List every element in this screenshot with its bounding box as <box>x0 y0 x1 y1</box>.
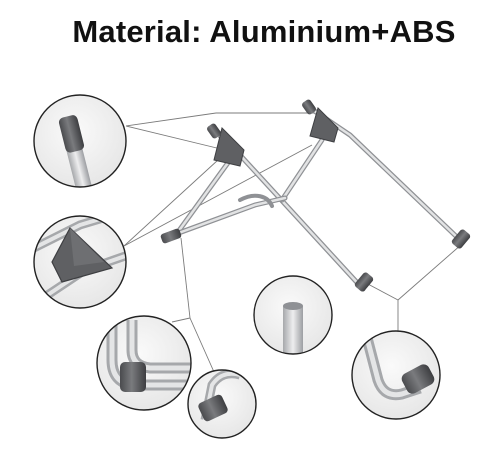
detail-circle-clip <box>187 369 257 439</box>
hinge-joints <box>207 99 339 167</box>
detail-circle-bent-rod <box>96 315 192 411</box>
detail-circle-cap <box>33 94 127 188</box>
foot-caps <box>160 228 471 292</box>
callout-lines <box>123 112 463 373</box>
title-text: Material: Aluminium+ABS <box>72 14 456 49</box>
detail-circle-hinge <box>33 215 127 309</box>
detail-circle-hook <box>351 330 441 420</box>
detail-circle-rod-end <box>253 275 333 355</box>
